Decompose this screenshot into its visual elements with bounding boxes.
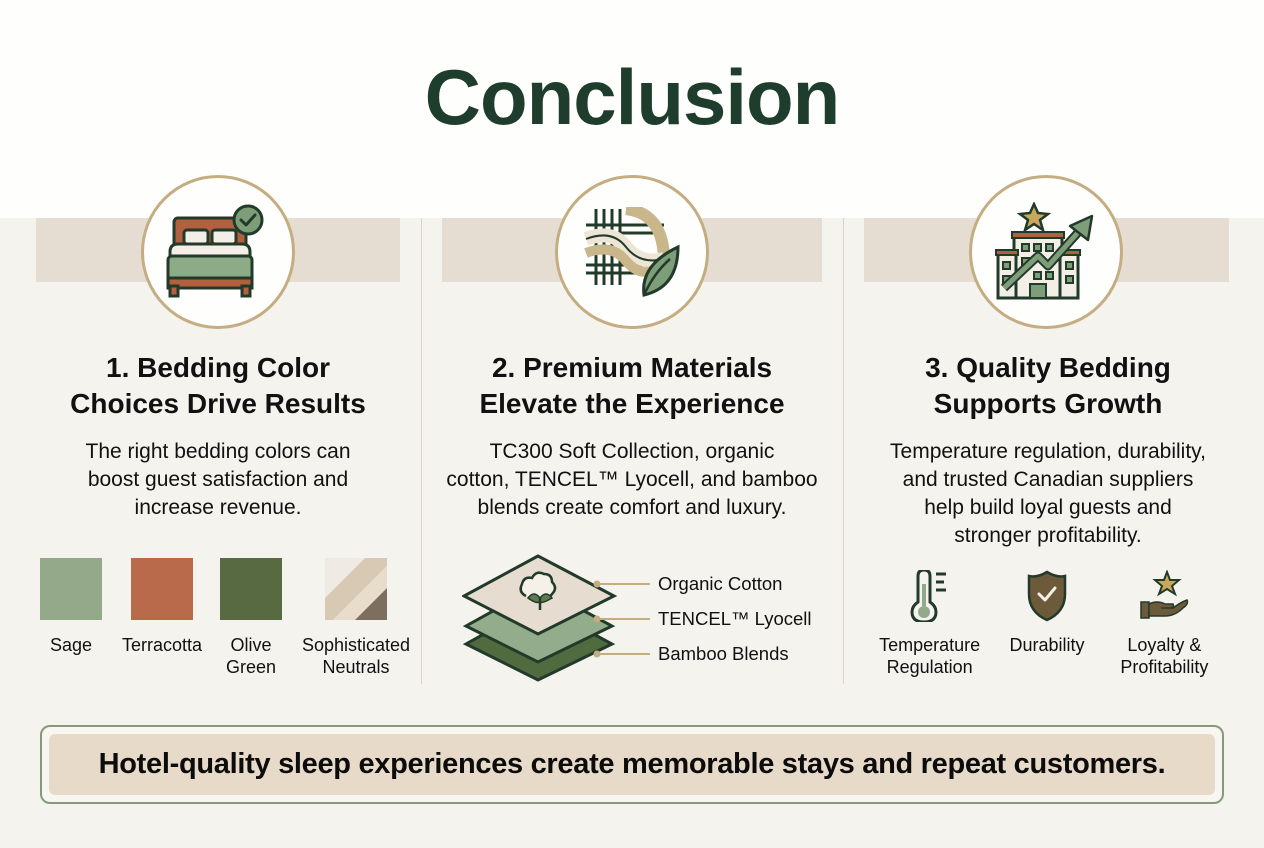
swatch-terracotta: Terracotta — [118, 558, 206, 678]
column-3-content: 3. Quality Bedding Supports Growth Tempe… — [848, 350, 1248, 550]
olive-green-swatch — [220, 558, 282, 620]
layer-label-organic-cotton: Organic Cotton — [658, 573, 783, 594]
hotel-growth-arrow-icon — [995, 202, 1094, 300]
benefit-features: Temperature Regulation Durability Loyalt… — [862, 570, 1232, 678]
swatch-sage: Sage — [24, 558, 118, 678]
feature-durability: Durability — [997, 570, 1096, 678]
swatch-olive-green: Olive Green — [206, 558, 296, 678]
footer-banner-inner: Hotel-quality sleep experiences create m… — [49, 734, 1215, 795]
column-2-icon-circle — [555, 175, 709, 329]
woven-fabric-leaf-icon — [583, 207, 680, 297]
column-1-heading: 1. Bedding Color Choices Drive Results — [70, 352, 366, 419]
hand-star-icon — [1140, 570, 1189, 619]
layer-label-tencel-lyocell: TENCEL™ Lyocell — [658, 608, 812, 629]
swatch-sophisticated-neutrals: Sophisticated Neutrals — [296, 558, 416, 678]
cotton-boll-icon — [519, 571, 557, 610]
column-2-heading: 2. Premium Materials Elevate the Experie… — [479, 352, 785, 419]
color-swatches: Sage Terracotta Olive Green Sophisticate… — [40, 558, 420, 678]
column-divider — [843, 218, 844, 684]
feature-temperature-regulation: Temperature Regulation — [862, 570, 997, 678]
stacked-layers-icon — [462, 554, 650, 682]
footer-banner: Hotel-quality sleep experiences create m… — [40, 725, 1224, 804]
column-3-heading: 3. Quality Bedding Supports Growth — [925, 352, 1171, 419]
column-divider — [421, 218, 422, 684]
thermometer-icon — [910, 570, 946, 622]
terracotta-swatch — [131, 558, 193, 620]
column-2-description: TC300 Soft Collection, organic cotton, T… — [446, 440, 818, 519]
layer-label-bamboo-blends: Bamboo Blends — [658, 643, 789, 664]
column-1-description: The right bedding colors can boost guest… — [85, 440, 351, 519]
column-3-description: Temperature regulation, durability, and … — [890, 440, 1206, 547]
page-title: Conclusion — [424, 53, 841, 141]
column-3-icon-circle — [969, 175, 1123, 329]
shield-check-icon — [1027, 570, 1067, 622]
footer-message: Hotel-quality sleep experiences create m… — [98, 748, 1166, 780]
column-2-content: 2. Premium Materials Elevate the Experie… — [432, 350, 832, 522]
material-layers-diagram: Organic Cotton TENCEL™ Lyocell Bamboo Bl… — [462, 552, 822, 687]
sage-swatch — [40, 558, 102, 620]
column-1-content: 1. Bedding Color Choices Drive Results T… — [36, 350, 400, 522]
neutrals-swatch — [325, 558, 387, 620]
bed-checkmark-icon — [166, 204, 264, 298]
column-1-icon-circle — [141, 175, 295, 329]
feature-loyalty-profitability: Loyalty & Profitability — [1097, 570, 1232, 678]
